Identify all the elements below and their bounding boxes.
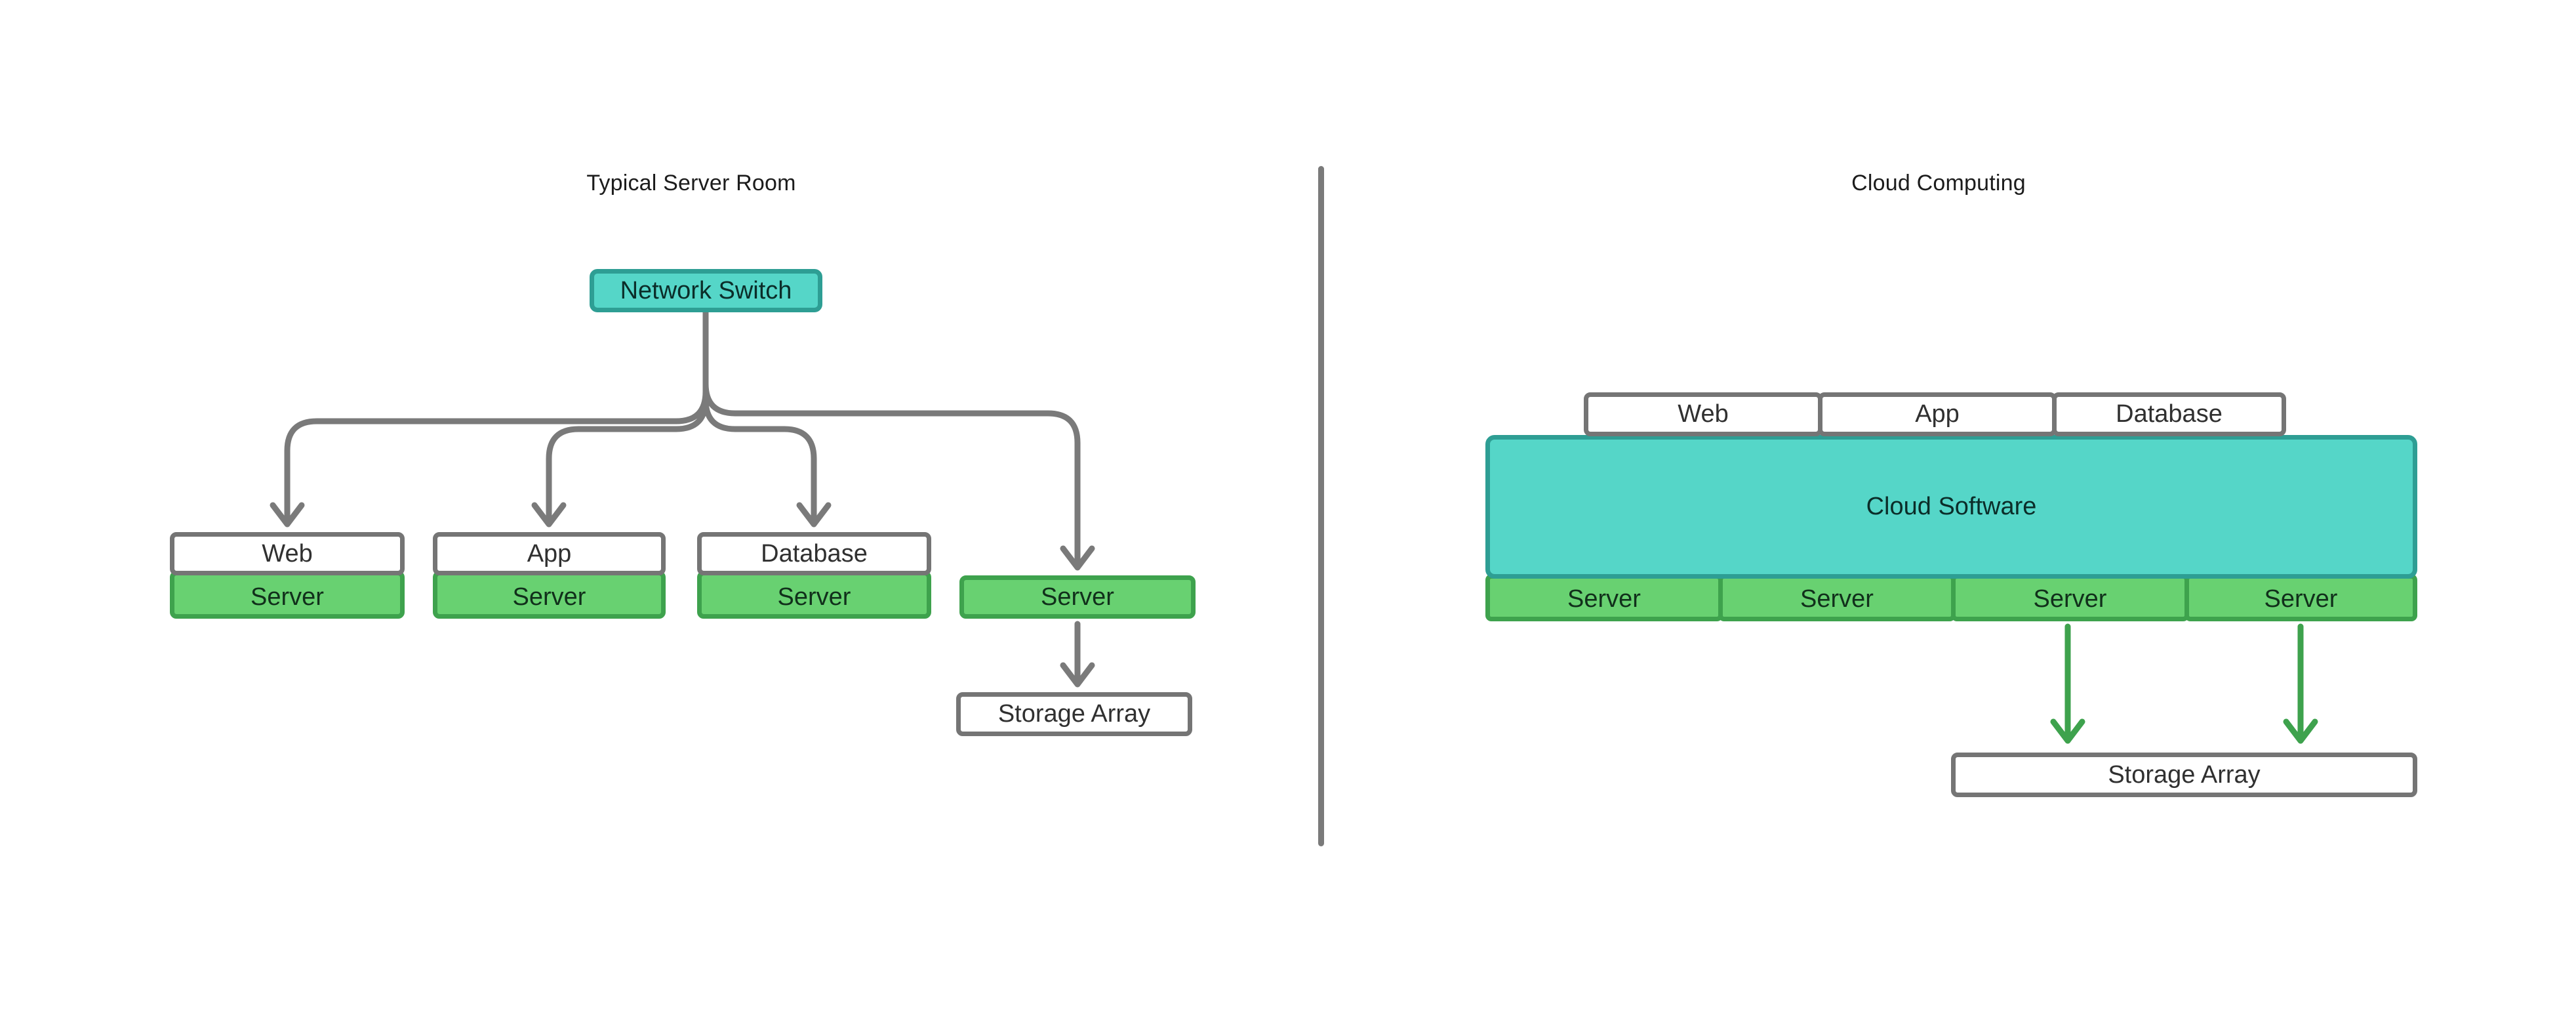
network-switch-node: Network Switch	[590, 269, 822, 312]
arrowhead-server4-icon	[1060, 545, 1095, 571]
arrowhead-cloud-storage-2-icon	[2283, 718, 2318, 744]
storage-array-right: Storage Array	[1951, 753, 2417, 797]
cloud-server-2: Server	[1718, 574, 1956, 621]
right-panel-title: Cloud Computing	[1851, 171, 2026, 196]
arrowhead-web-icon	[270, 502, 305, 527]
server-box-database: Server	[697, 571, 931, 619]
arrowhead-database-icon	[796, 502, 832, 527]
panel-divider	[1318, 166, 1324, 846]
branch-line-server4	[702, 306, 1081, 566]
server-box-app: Server	[433, 571, 666, 619]
cloud-tab-app: App	[1818, 392, 2057, 436]
server-box-web: Server	[170, 571, 405, 619]
cloud-server-3: Server	[1951, 574, 2189, 621]
branch-line-database	[702, 306, 817, 523]
left-panel-title: Typical Server Room	[586, 171, 796, 196]
tier-box-database: Database	[697, 532, 931, 575]
cloud-tab-database: Database	[2052, 392, 2286, 436]
cloud-server-4: Server	[2184, 574, 2417, 621]
cloud-server-1: Server	[1485, 574, 1723, 621]
tier-box-app: App	[433, 532, 666, 575]
branch-line-app	[546, 306, 709, 523]
cloud-software-node: Cloud Software	[1485, 435, 2417, 579]
arrowhead-cloud-storage-1-icon	[2050, 718, 2085, 744]
storage-array-left: Storage Array	[956, 692, 1192, 736]
branch-line-web	[284, 306, 709, 523]
cloud-tab-web: Web	[1584, 392, 1822, 436]
tier-box-web: Web	[170, 532, 405, 575]
server-box-standalone: Server	[959, 575, 1196, 619]
arrowhead-app-icon	[531, 502, 567, 527]
arrowhead-storage-left-icon	[1060, 662, 1095, 688]
